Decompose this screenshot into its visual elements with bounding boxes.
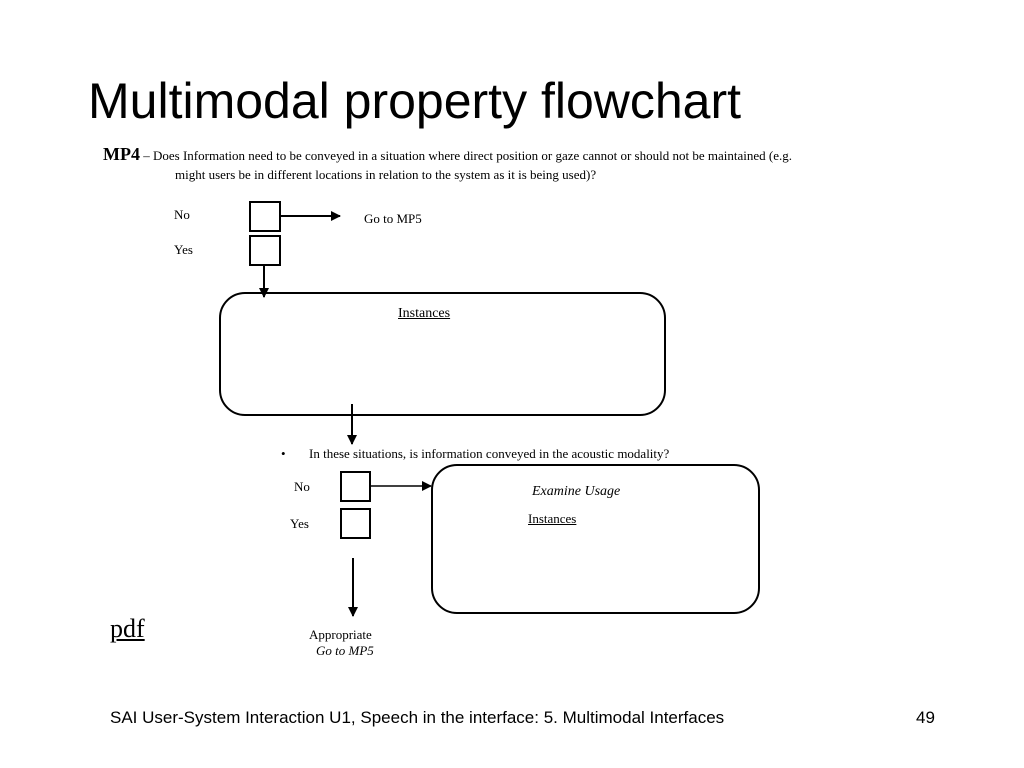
examine-usage-title: Examine Usage [532,484,621,499]
goto-mp5-label: Go to MP5 [364,211,422,226]
examine-instances-label: Instances [528,511,577,526]
question-text-line1: – Does Information need to be conveyed i… [139,148,792,163]
appropriate-goto-mp5: Go to MP5 [316,643,374,658]
appropriate-label: Appropriate [309,627,372,642]
no-label-2: No [294,479,310,494]
footer-text: SAI User-System Interaction U1, Speech i… [110,708,725,727]
yes-checkbox-1[interactable] [249,235,281,266]
instances-box [219,292,666,416]
yes-label-2: Yes [290,516,309,531]
question-id: MP4 [103,144,140,164]
no-label-1: No [174,207,190,222]
no-checkbox-2[interactable] [340,471,371,502]
no-checkbox-1[interactable] [249,201,281,232]
page-number: 49 [916,708,935,727]
pdf-link[interactable]: pdf [110,614,145,643]
question-mp4: MP4 – Does Information need to be convey… [103,144,923,183]
bullet: • [281,446,286,461]
slide-title: Multimodal property flowchart [88,73,742,129]
yes-label-1: Yes [174,242,193,257]
sub-question: In these situations, is information conv… [309,446,670,461]
examine-usage-box [431,464,760,614]
instances-box-title: Instances [398,306,451,321]
yes-checkbox-2[interactable] [340,508,371,539]
question-text-line2: might users be in different locations in… [175,167,597,182]
